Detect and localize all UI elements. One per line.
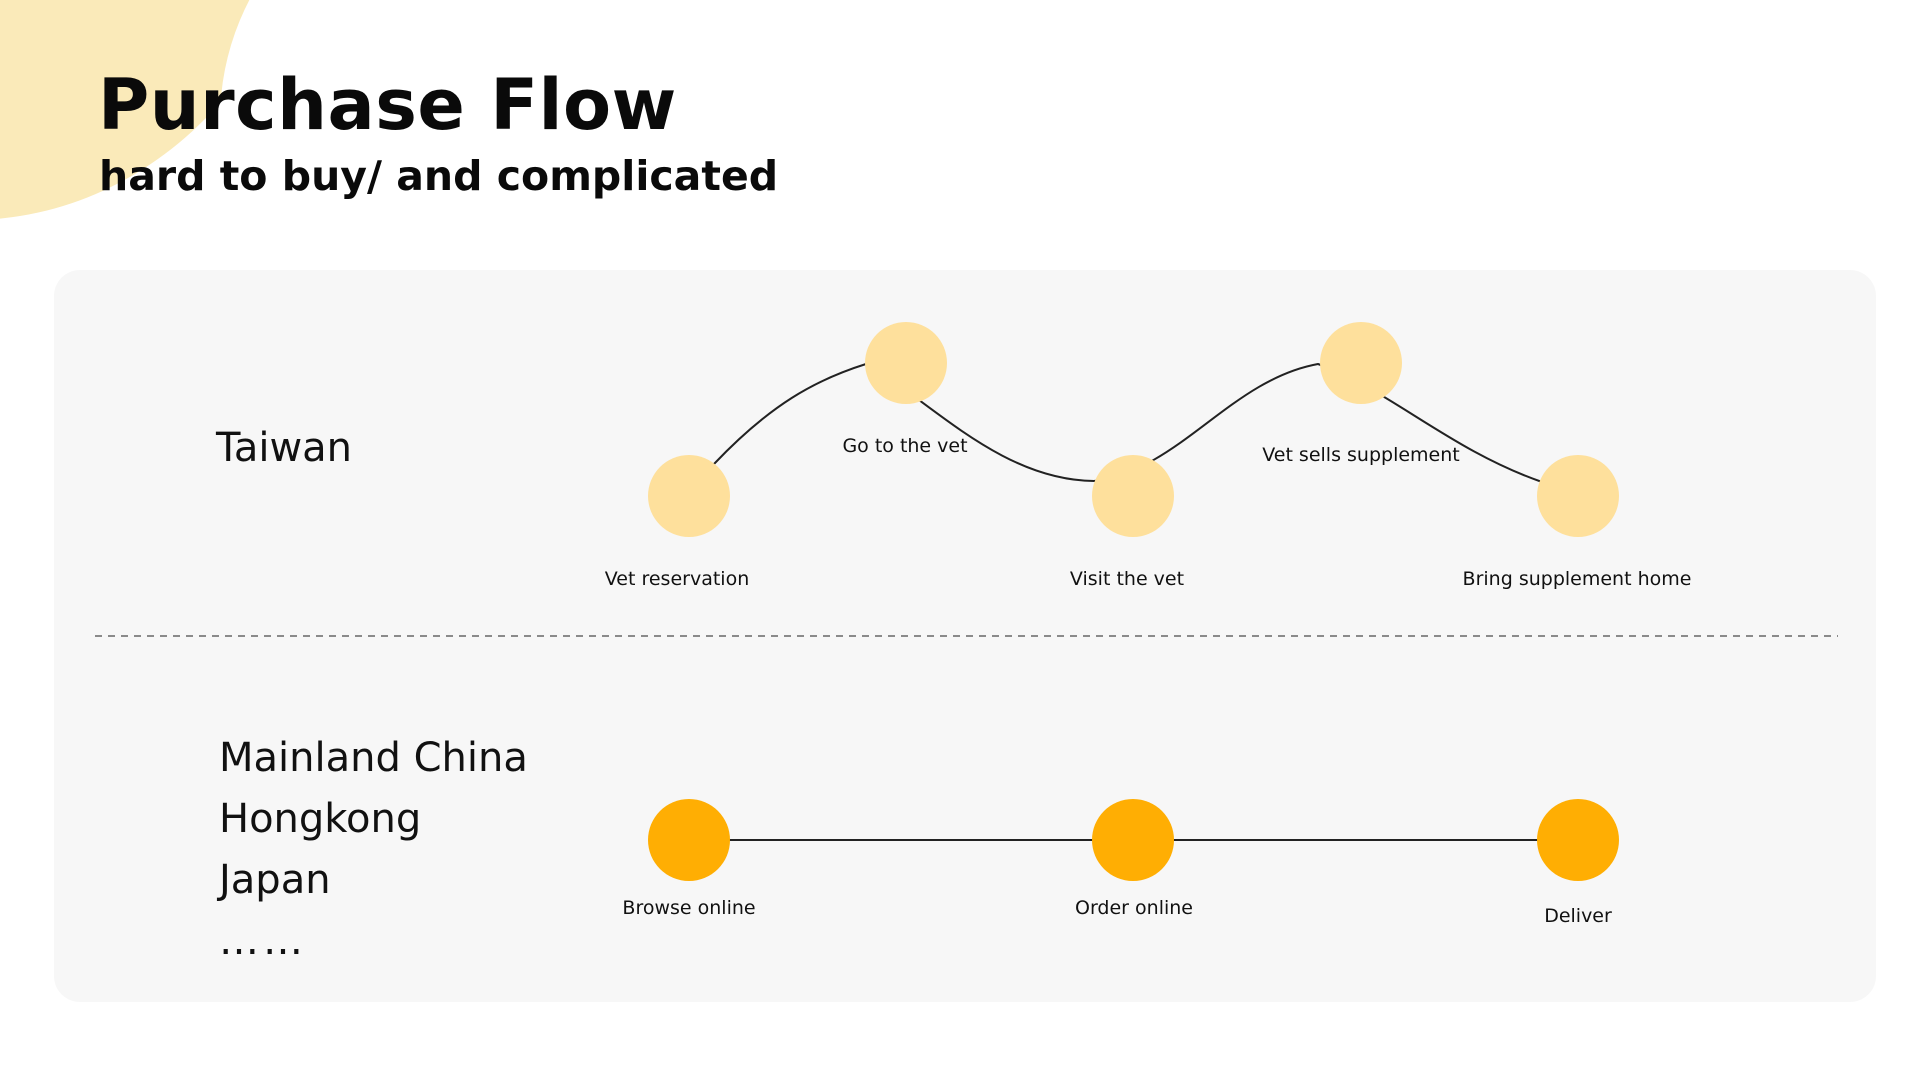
taiwan-node-2 — [865, 322, 947, 404]
taiwan-label-5: Bring supplement home — [1463, 568, 1692, 590]
others-step-3: Deliver — [1537, 799, 1619, 927]
taiwan-step-2: Go to the vet — [842, 322, 968, 457]
taiwan-label-1: Vet reservation — [605, 568, 749, 590]
region-label-japan: Japan — [219, 857, 331, 903]
taiwan-step-1: Vet reservation — [605, 455, 749, 590]
others-node-1 — [648, 799, 730, 881]
others-node-2 — [1092, 799, 1174, 881]
others-step-2: Order online — [1075, 799, 1193, 919]
region-label-taiwan: Taiwan — [216, 425, 353, 471]
others-step-1: Browse online — [622, 799, 756, 919]
taiwan-label-4: Vet sells supplement — [1262, 444, 1460, 466]
page-subtitle: hard to buy/ and complicated — [99, 152, 779, 200]
others-label-3: Deliver — [1544, 905, 1612, 927]
region-label-mainland-china: Mainland China — [219, 735, 528, 781]
taiwan-node-1 — [648, 455, 730, 537]
taiwan-label-2: Go to the vet — [842, 435, 967, 457]
region-list-others: Mainland China Hongkong Japan …… — [219, 728, 528, 972]
taiwan-node-3 — [1092, 455, 1174, 537]
taiwan-node-5 — [1537, 455, 1619, 537]
others-label-2: Order online — [1075, 897, 1193, 919]
taiwan-label-3: Visit the vet — [1070, 568, 1184, 590]
others-node-3 — [1537, 799, 1619, 881]
region-label-more: …… — [219, 918, 307, 964]
taiwan-step-3: Visit the vet — [1070, 455, 1184, 590]
taiwan-node-4 — [1320, 322, 1402, 404]
taiwan-step-5: Bring supplement home — [1463, 455, 1692, 590]
region-label-hongkong: Hongkong — [219, 796, 422, 842]
page-title: Purchase Flow — [98, 64, 677, 146]
others-label-1: Browse online — [622, 897, 755, 919]
taiwan-step-4: Vet sells supplement — [1262, 322, 1460, 466]
